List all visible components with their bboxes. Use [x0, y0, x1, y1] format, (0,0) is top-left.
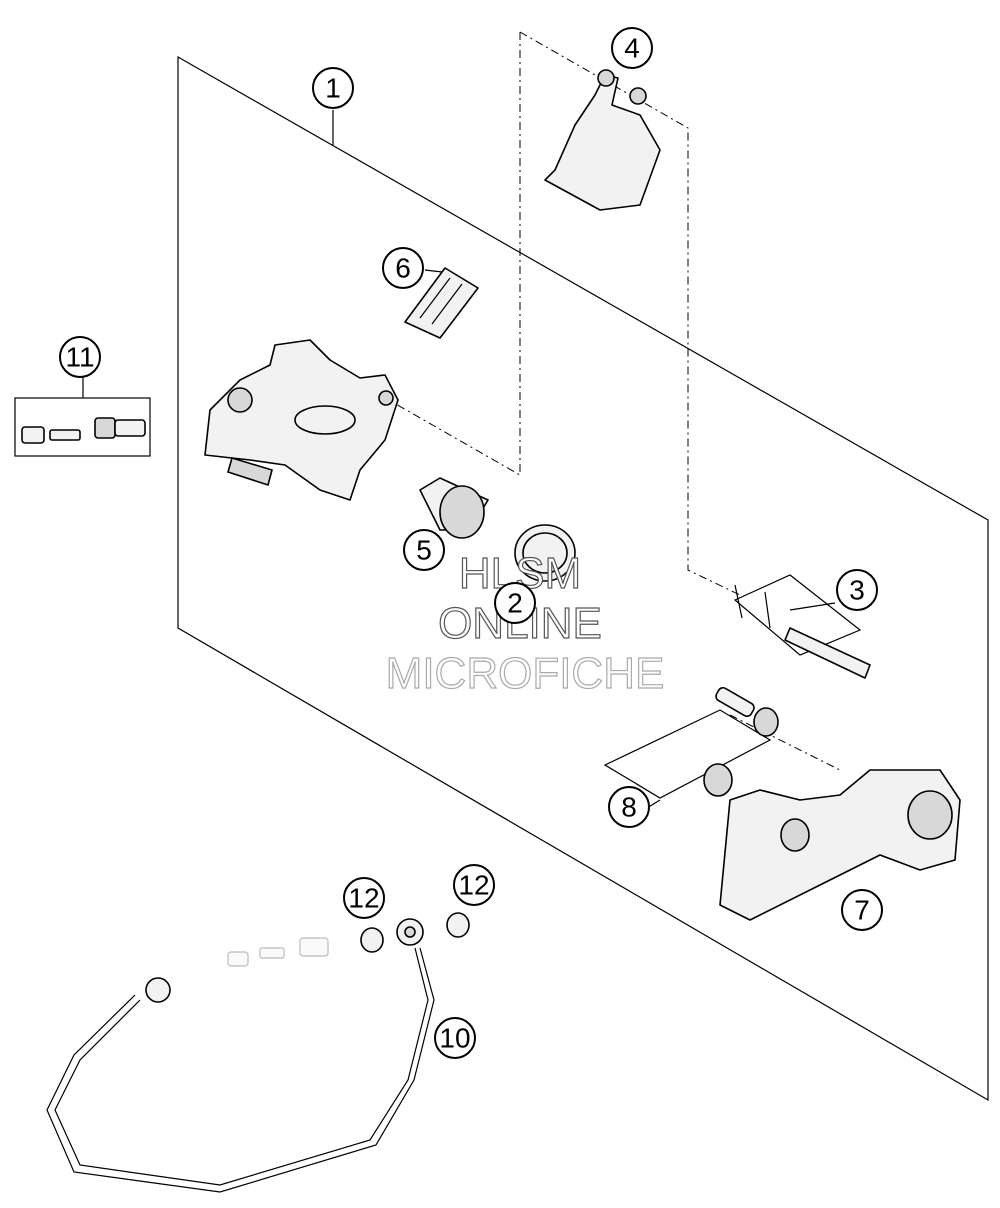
washers: [360, 912, 470, 953]
brake-pads: [544, 69, 661, 211]
callout-1: 1: [312, 67, 354, 109]
piston: [419, 477, 489, 539]
svg-text:1: 1: [325, 73, 341, 104]
ghost-bleeder-parts: [227, 937, 329, 967]
callout-12-left: 12: [343, 877, 385, 919]
callout-6: 6: [382, 247, 424, 289]
callout-11: 11: [59, 336, 101, 378]
callout-5: 5: [403, 529, 445, 571]
bushings: [603, 686, 779, 799]
pad-spring: [404, 267, 479, 339]
pad-pin-set: [733, 574, 871, 679]
svg-text:7: 7: [854, 895, 870, 926]
svg-text:12: 12: [348, 883, 379, 914]
callouts: 1 2 3 4 5 6 7 8: [59, 27, 883, 1059]
assembly-outline: [177, 55, 989, 1102]
watermark-line1: HLSM: [459, 549, 581, 598]
callout-10: 10: [434, 1017, 476, 1059]
svg-text:2: 2: [507, 588, 523, 619]
seal-ring: [514, 524, 576, 582]
svg-text:5: 5: [416, 535, 432, 566]
callout-2: 2: [494, 582, 536, 624]
watermark-line3: MICROFICHE: [386, 649, 665, 698]
brake-line: [46, 918, 435, 1193]
bleeder-kit-box: [14, 397, 151, 457]
callout-4: 4: [611, 27, 653, 69]
svg-text:3: 3: [849, 575, 865, 606]
caliper-support: [719, 769, 961, 921]
svg-text:6: 6: [395, 253, 411, 284]
callout-12-right: 12: [453, 864, 495, 906]
caliper-body: [204, 339, 399, 501]
callout-8: 8: [608, 786, 650, 828]
svg-text:12: 12: [458, 870, 489, 901]
svg-text:4: 4: [624, 33, 640, 64]
callout-7: 7: [841, 889, 883, 931]
svg-text:10: 10: [439, 1023, 470, 1054]
watermark-line2: ONLINE: [438, 599, 602, 648]
watermark: HLSM ONLINE MICROFICHE: [385, 548, 665, 698]
svg-text:8: 8: [621, 792, 637, 823]
callout-3: 3: [836, 569, 878, 611]
svg-text:11: 11: [65, 342, 94, 373]
